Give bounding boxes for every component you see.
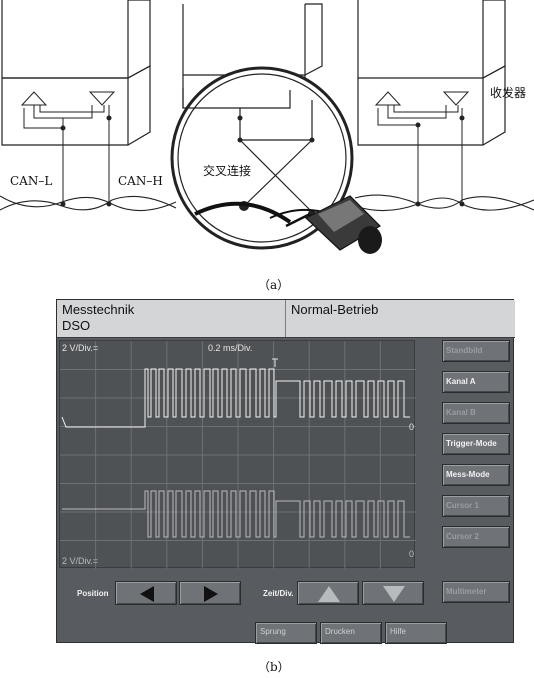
control-unit-left <box>1 0 151 146</box>
arrow-down-icon <box>383 586 405 602</box>
channel-a-scale: 2 V/Div.= <box>62 343 99 353</box>
zero-marker-a: 0 <box>409 422 415 432</box>
arrow-up-icon <box>318 586 340 602</box>
transceiver-right <box>374 91 470 204</box>
can-bus-twisted-pair <box>0 194 534 212</box>
hilfe-button[interactable]: Hilfe <box>385 622 447 644</box>
dso-screen: Messtechnik DSO Normal-Betrieb <box>56 299 515 644</box>
arrow-left-icon <box>140 586 154 602</box>
header-app-subtitle: DSO <box>62 318 91 333</box>
header-mode-panel: Normal-Betrieb <box>286 300 515 337</box>
can-crossed-wiring-diagram: CAN–L CAN–H 交叉连接 收发器 <box>0 0 534 254</box>
zeit-up-button[interactable] <box>297 581 359 605</box>
zero-marker-b: 0 <box>409 549 415 559</box>
drucken-button[interactable]: Drucken <box>320 622 382 644</box>
label-can-h: CAN–H <box>118 174 163 188</box>
kanal-a-button[interactable]: Kanal A <box>442 371 510 393</box>
mess-mode-button[interactable]: Mess-Mode <box>442 464 510 486</box>
label-can-l: CAN–L <box>10 174 52 188</box>
dso-header: Messtechnik DSO Normal-Betrieb <box>57 300 515 338</box>
transceiver-left <box>20 91 116 204</box>
multimeter-button[interactable]: Multimeter <box>442 581 510 603</box>
arrow-right-icon <box>204 586 218 602</box>
control-unit-right <box>357 0 506 146</box>
zeit-down-button[interactable] <box>362 581 424 605</box>
zeit-div-label: Zeit/Div. <box>263 589 294 598</box>
sprung-button[interactable]: Sprung <box>255 622 317 644</box>
magnifier-icon <box>170 66 382 254</box>
cursor-2-button[interactable]: Cursor 2 <box>442 526 510 548</box>
position-label: Position <box>77 589 109 598</box>
oscilloscope-display: 2 V/Div.= 0.2 ms/Div. 2 V/Div.= 0 0 <box>59 340 416 569</box>
caption-a: （a） <box>258 278 290 292</box>
label-transceiver: 收发器 <box>490 85 526 100</box>
trigger-mode-button[interactable]: Trigger-Mode <box>442 433 510 455</box>
label-crossed-connection: 交叉连接 <box>203 163 251 178</box>
caption-b: （b） <box>258 660 290 674</box>
header-app-title: Messtechnik <box>62 302 135 317</box>
kanal-b-button[interactable]: Kanal B <box>442 402 510 424</box>
standbild-button[interactable]: Standbild <box>442 340 510 362</box>
position-left-button[interactable] <box>115 581 177 605</box>
channel-b-scale: 2 V/Div.= <box>62 556 99 566</box>
oscilloscope-grid <box>60 341 416 569</box>
time-scale: 0.2 ms/Div. <box>208 343 253 353</box>
trace-channel-b <box>62 490 410 538</box>
header-app-panel: Messtechnik DSO <box>57 300 286 337</box>
position-right-button[interactable] <box>179 581 241 605</box>
header-mode: Normal-Betrieb <box>291 302 379 317</box>
trace-channel-a <box>61 368 410 428</box>
cursor-1-button[interactable]: Cursor 1 <box>442 495 510 517</box>
